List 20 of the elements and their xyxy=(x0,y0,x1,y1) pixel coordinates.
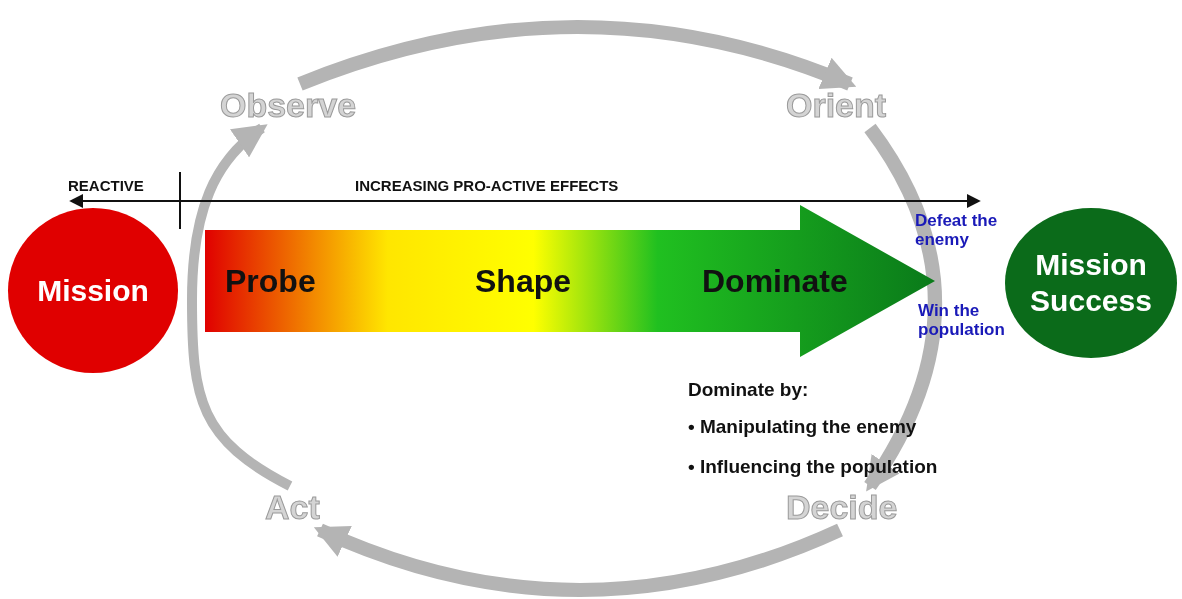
stage-label: Decide xyxy=(786,490,898,524)
mission-circle: Mission xyxy=(8,208,178,373)
goal-label: Defeat the enemy xyxy=(915,212,999,250)
cycle-arrow xyxy=(297,20,857,91)
axis-label: REACTIVE xyxy=(68,178,144,195)
bullet-text: • Manipulating the enemy xyxy=(688,417,917,438)
phase-label: Dominate xyxy=(702,265,848,297)
bullet-text: • Influencing the population xyxy=(688,457,938,478)
cycle-arrow xyxy=(187,123,293,491)
phase-label: Shape xyxy=(475,265,572,297)
stage-label: Act xyxy=(265,490,320,524)
note-heading: Dominate by: xyxy=(688,380,809,401)
goal-label: Win the population xyxy=(918,302,1006,340)
axis-label: INCREASING PRO-ACTIVE EFFECTS xyxy=(355,178,619,195)
cycle-arrow xyxy=(864,124,942,492)
phase-label: Probe xyxy=(225,265,316,297)
stage-label: Orient xyxy=(786,88,887,122)
success-circle: Mission Success xyxy=(1005,208,1177,358)
cycle-arrow xyxy=(313,523,843,597)
stage-label: Observe xyxy=(220,88,357,122)
